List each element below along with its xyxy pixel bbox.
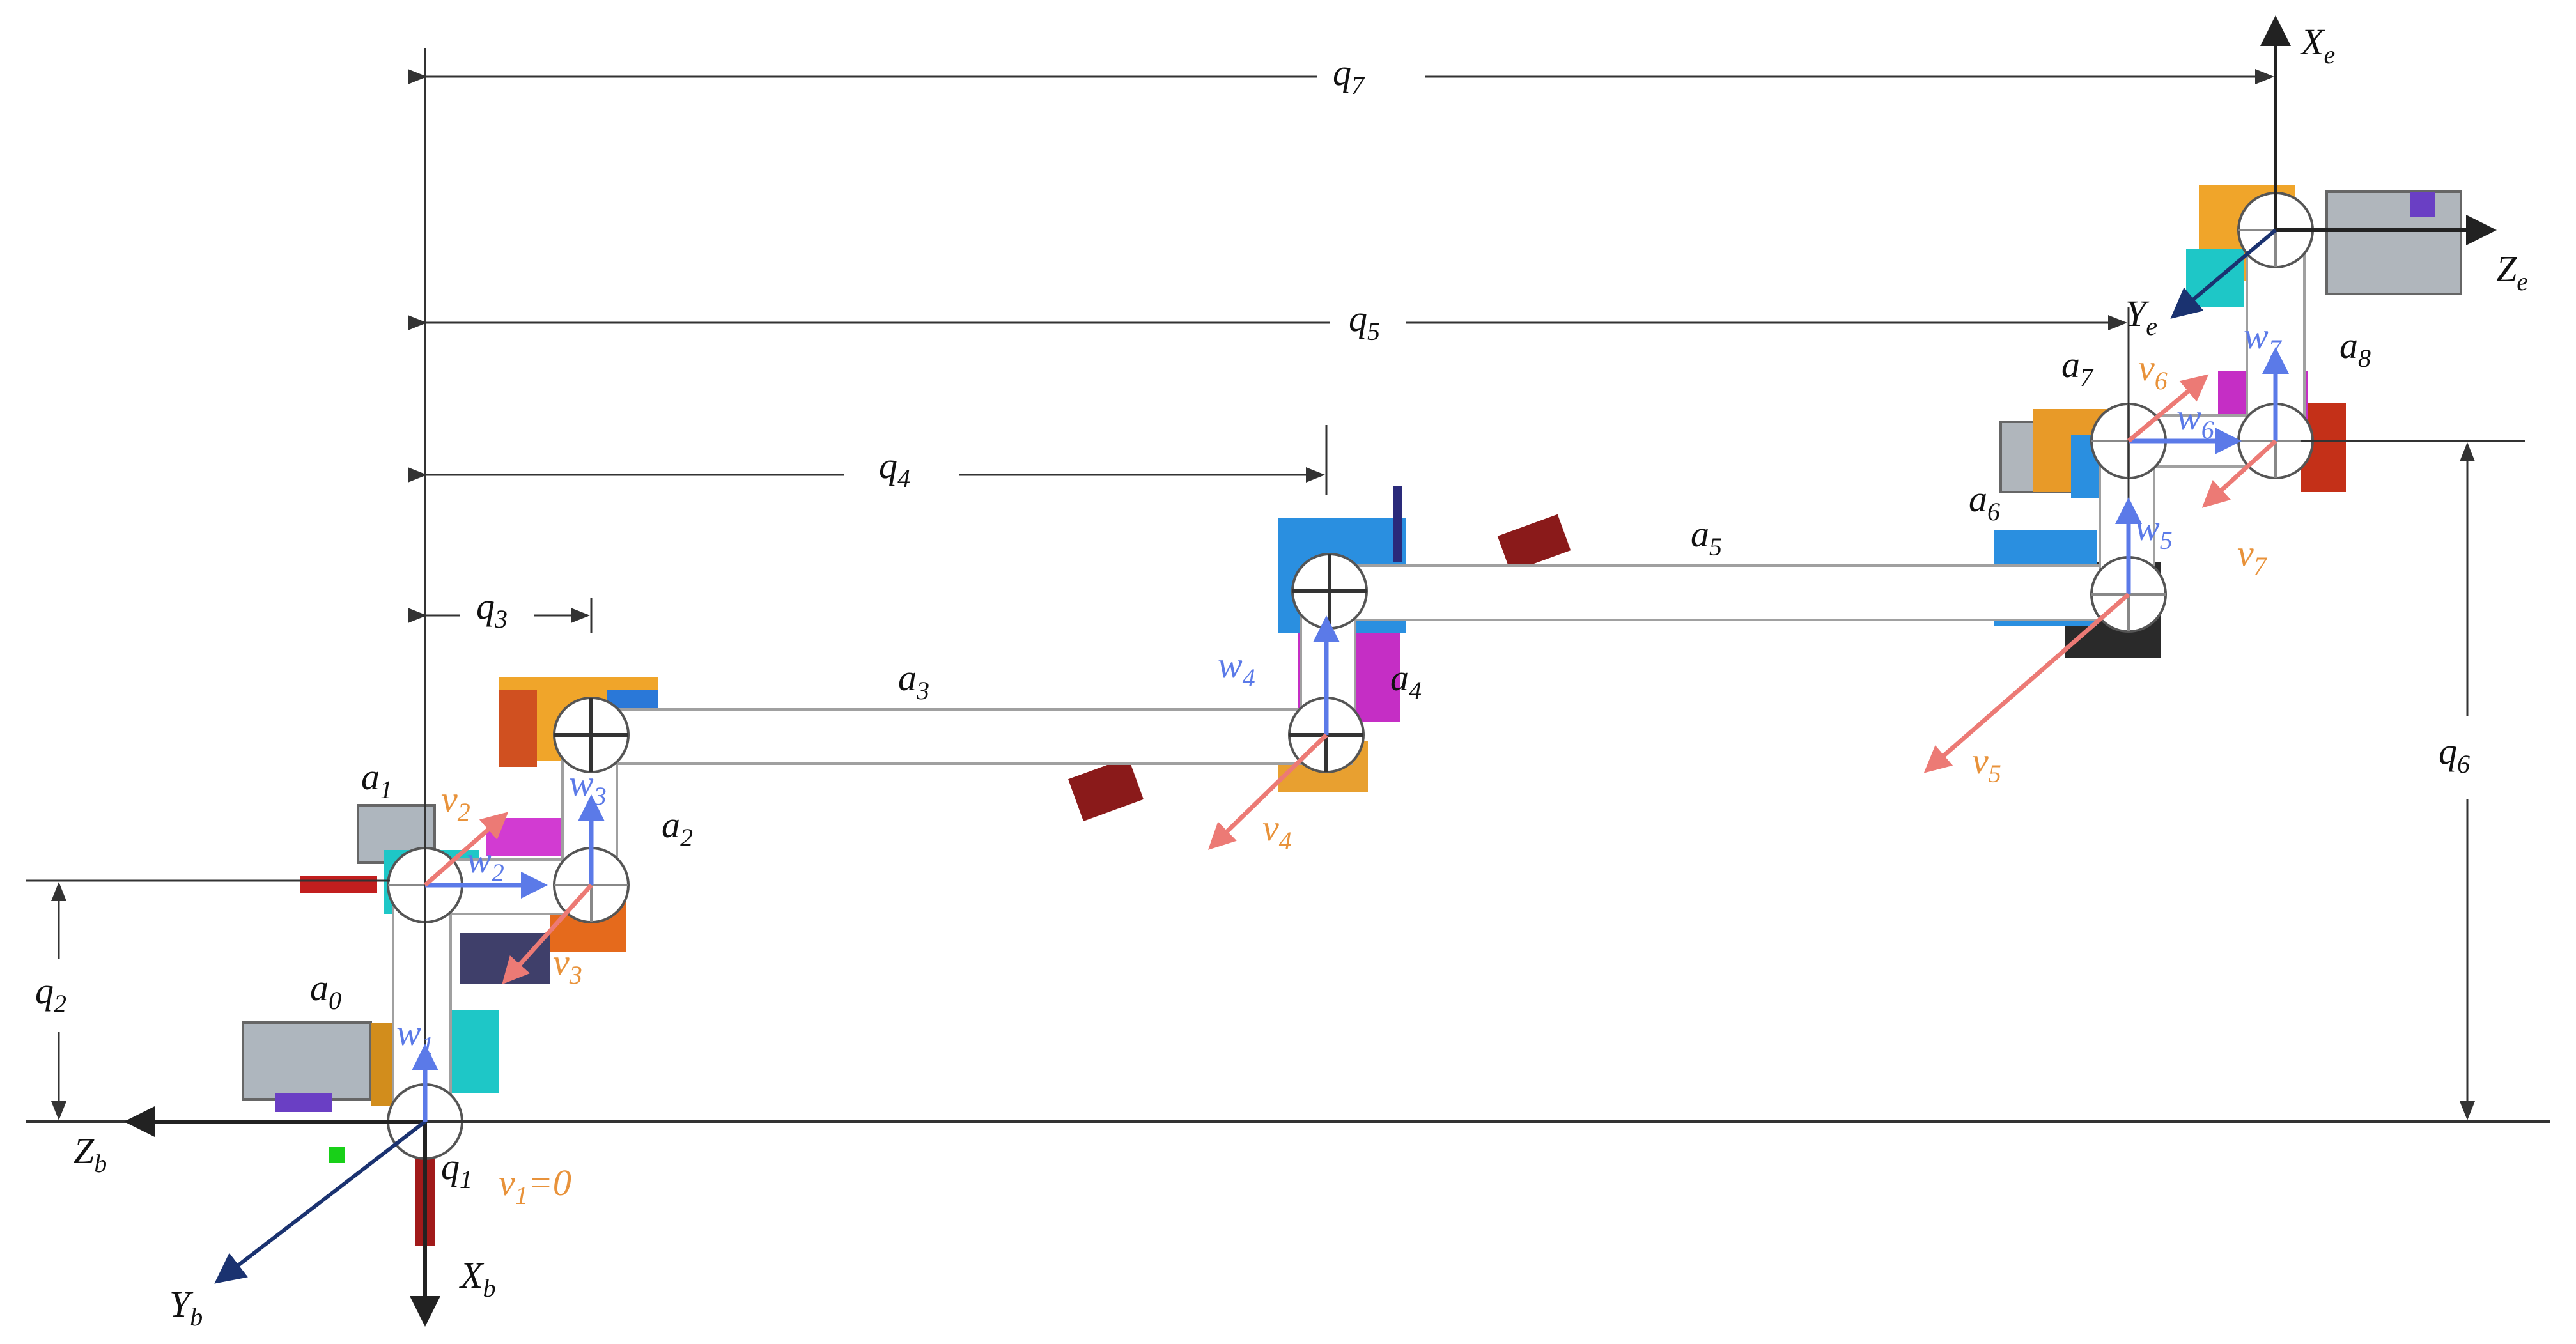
labels: q7 q5 q4 q3 q2 q6 q1 a0 a1 a2 a3 a4 a5 a…	[35, 21, 2528, 1331]
label-a5: a5	[1691, 513, 1722, 561]
joint3-red	[499, 690, 537, 767]
label-w7: w7	[2244, 315, 2283, 363]
label-q1: q1	[441, 1146, 472, 1194]
base-frame	[124, 1106, 440, 1327]
label-v6: v6	[2138, 347, 2168, 395]
w-vectors	[412, 347, 2289, 1122]
label-q5: q5	[1349, 298, 1380, 346]
v3-vector	[502, 883, 593, 985]
label-w5: w5	[2135, 507, 2173, 555]
label-q3: q3	[476, 585, 508, 633]
label-v3: v3	[553, 941, 582, 989]
label-w2: w2	[467, 839, 504, 887]
link-a3	[590, 708, 1353, 765]
label-Xe: Xe	[2300, 21, 2335, 69]
joint4-stick	[1393, 486, 1402, 562]
end-effector-purple	[2410, 192, 2435, 217]
label-a3: a3	[898, 657, 929, 705]
label-Ye: Ye	[2125, 293, 2157, 341]
label-v2: v2	[441, 778, 470, 826]
gripper-red-left	[1068, 757, 1144, 821]
joint-4b	[1291, 553, 1368, 630]
label-v5: v5	[1972, 740, 2001, 788]
label-a2: a2	[662, 804, 693, 852]
label-a7: a7	[2061, 344, 2094, 392]
gripper-red-mid	[1497, 514, 1571, 573]
robot-links	[392, 229, 2306, 1120]
label-Ze: Ze	[2496, 248, 2528, 296]
joint-3b	[553, 697, 630, 773]
base-green-dot	[329, 1147, 345, 1163]
label-q7: q7	[1333, 52, 1365, 100]
link-a5	[1325, 564, 2136, 621]
label-v1: v1=0	[499, 1162, 571, 1210]
label-a8: a8	[2339, 325, 2371, 373]
end-effector-gray	[2325, 190, 2462, 295]
label-w1: w1	[396, 1012, 434, 1060]
label-Xb: Xb	[459, 1255, 495, 1302]
label-q2: q2	[35, 970, 66, 1018]
label-Zb: Zb	[74, 1130, 107, 1178]
v2-vector	[423, 812, 509, 887]
label-v7: v7	[2237, 532, 2268, 580]
label-a0: a0	[310, 967, 341, 1015]
label-v4: v4	[1262, 807, 1292, 855]
label-q6: q6	[2439, 730, 2470, 778]
base-module-teal	[447, 1010, 499, 1093]
label-q4: q4	[879, 445, 910, 493]
label-Yb: Yb	[169, 1283, 203, 1331]
dimension-lines	[26, 48, 2550, 1123]
ee-y-axis	[2170, 228, 2277, 319]
base-y-axis	[214, 1120, 426, 1284]
v4-vector	[1207, 733, 1328, 850]
v6-vector	[2127, 374, 2209, 443]
label-w3: w3	[569, 762, 607, 810]
joint2-dark	[460, 933, 550, 984]
v-vectors	[423, 374, 2277, 985]
end-effector-frame	[2170, 15, 2497, 319]
label-w6: w6	[2176, 396, 2214, 444]
base-module	[242, 1021, 372, 1101]
v5-vector	[1923, 592, 2130, 773]
label-a1: a1	[361, 756, 392, 804]
label-a4: a4	[1390, 657, 1422, 705]
label-w4: w4	[1218, 644, 1255, 692]
v7-vector	[2201, 439, 2277, 508]
label-a6: a6	[1969, 478, 2000, 526]
base-module-panel	[275, 1093, 332, 1112]
joint2-red-rod	[300, 876, 377, 893]
